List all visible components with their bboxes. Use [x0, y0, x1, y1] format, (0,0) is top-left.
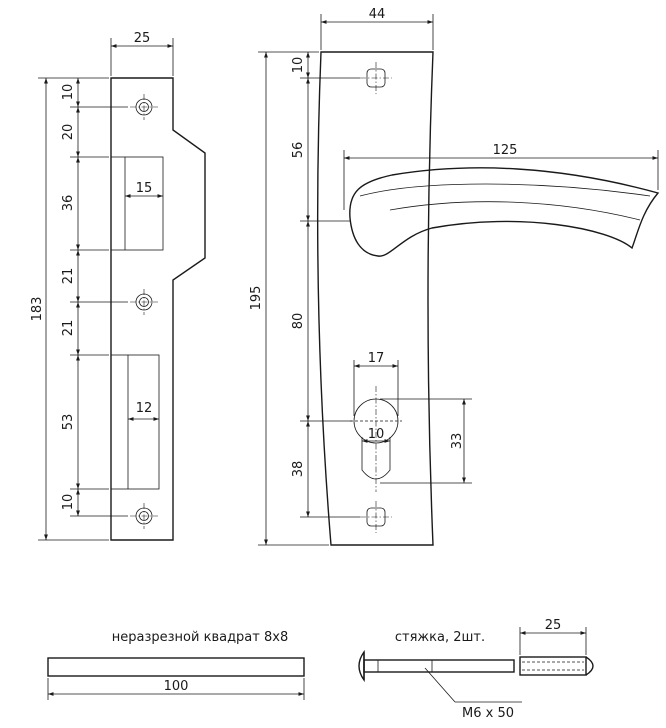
spindle-length-label: 100 — [164, 679, 189, 694]
handle-height-label: 195 — [249, 286, 264, 311]
strike-seg-6: 53 — [61, 414, 76, 431]
strike-seg-4: 21 — [61, 268, 76, 285]
spindle-bar — [47, 657, 305, 677]
strike-slot-top — [110, 156, 164, 251]
lever-handle — [349, 167, 660, 257]
strike-plate-outline — [110, 77, 206, 541]
strike-slot-bottom-width: 12 — [136, 401, 153, 416]
cylinder-width-label: 17 — [368, 351, 385, 366]
strike-slot-bottom — [110, 354, 160, 490]
strike-slot-top-width: 15 — [136, 181, 153, 196]
strike-height-label: 183 — [30, 297, 45, 322]
cylinder-narrow-label: 10 — [368, 427, 385, 442]
screw-length-label: 25 — [545, 618, 562, 633]
strike-seg-7: 10 — [61, 494, 76, 511]
strike-width-label: 25 — [134, 31, 151, 46]
handle-seg-2: 56 — [291, 142, 306, 159]
screw-hole-icon — [130, 289, 158, 315]
screw-hole-icon — [130, 94, 158, 120]
strike-plate: 25 183 10 20 36 21 21 53 10 — [30, 31, 206, 541]
spindle: неразрезной квадрат 8х8 100 — [47, 630, 305, 700]
screw-caption: стяжка, 2шт. — [395, 630, 485, 645]
cylinder-height-label: 33 — [450, 433, 465, 450]
strike-seg-2: 20 — [61, 124, 76, 141]
handle-plate: 44 195 10 56 80 38 125 17 — [249, 7, 660, 546]
strike-seg-1: 10 — [61, 84, 76, 101]
handle-width-label: 44 — [369, 7, 386, 22]
strike-seg-3: 36 — [61, 195, 76, 212]
lever-length-label: 125 — [493, 143, 518, 158]
handle-seg-4: 38 — [291, 461, 306, 478]
screw-bushing — [519, 656, 587, 676]
strike-seg-5: 21 — [61, 320, 76, 337]
spindle-caption: неразрезной квадрат 8х8 — [112, 630, 288, 645]
screw-size-label: М6 х 50 — [462, 706, 514, 721]
screw: стяжка, 2шт. М6 х 50 25 — [358, 618, 594, 721]
handle-seg-3: 80 — [291, 313, 306, 330]
screw-shaft — [363, 659, 515, 673]
handle-plate-outline — [316, 51, 434, 546]
strike-segment-dims — [70, 78, 128, 517]
handle-segment-dims — [300, 52, 360, 518]
handle-seg-1: 10 — [291, 57, 306, 74]
screw-hole-icon — [130, 503, 158, 529]
